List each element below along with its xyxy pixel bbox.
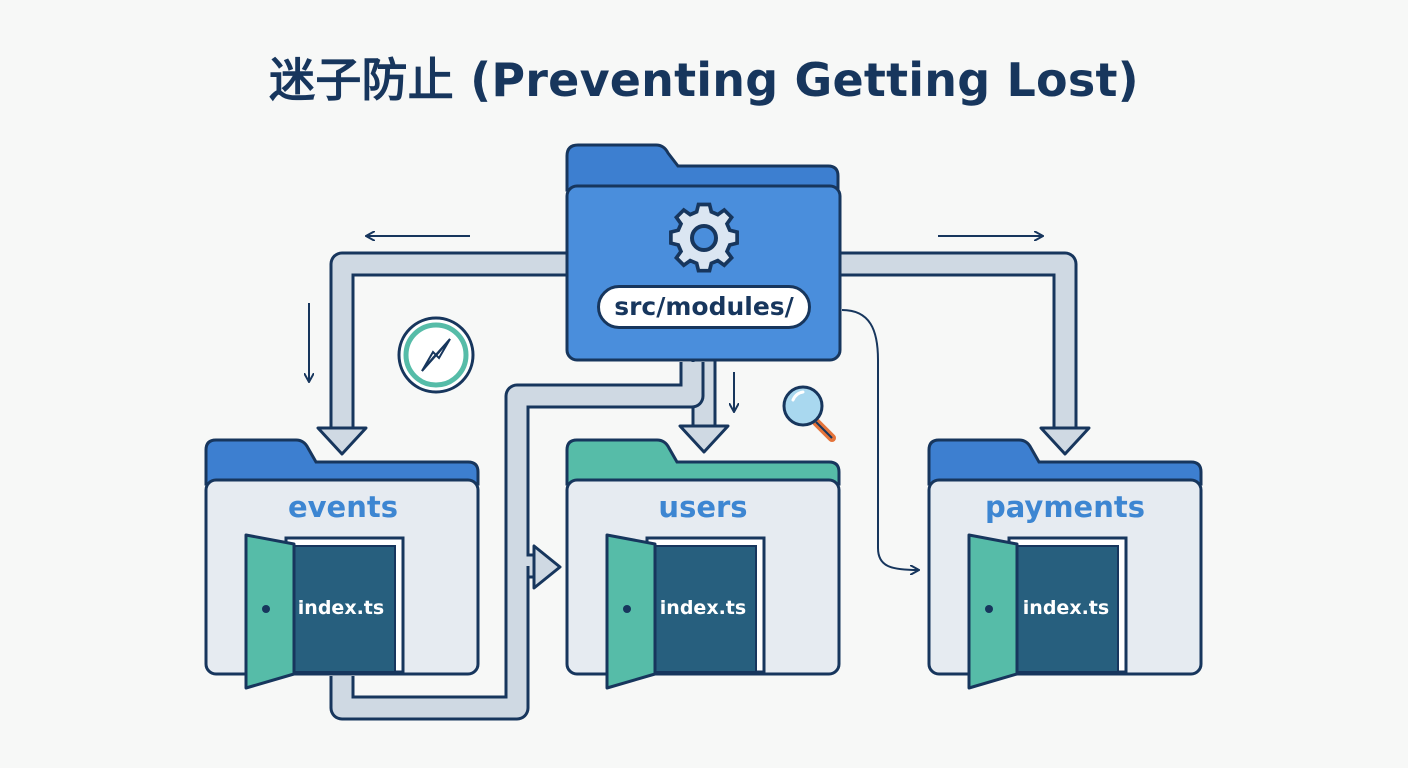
door-icon (967, 533, 1128, 690)
arrow-icon (532, 544, 562, 590)
connector-pipes (329, 251, 1078, 721)
entry-file-users: index.ts (659, 597, 747, 619)
arrow-icon (841, 309, 918, 570)
entry-file-events: index.ts (297, 597, 385, 619)
module-folder-events (204, 438, 480, 690)
folder-name-users: users (658, 490, 748, 524)
root-path-label: src/modules/ (597, 285, 811, 329)
entry-file-payments: index.ts (1022, 597, 1110, 619)
gear-icon (669, 202, 739, 273)
page-title: 迷子防止 (Preventing Getting Lost) (269, 53, 1139, 107)
module-folder-payments (927, 438, 1203, 690)
folder-name-payments: payments (985, 490, 1145, 524)
module-folders (204, 438, 1203, 690)
pipe-arrowheads (316, 424, 1091, 590)
magnifier-icon (782, 385, 836, 442)
direction-arrows (309, 236, 1042, 570)
arrow-icon (1039, 426, 1091, 456)
door-icon (605, 533, 766, 690)
folder-name-events: events (287, 490, 398, 524)
module-folder-users (565, 438, 841, 690)
arrow-icon (678, 424, 730, 454)
arrow-icon (316, 426, 368, 456)
door-icon (244, 533, 405, 690)
compass-icon (397, 316, 475, 394)
